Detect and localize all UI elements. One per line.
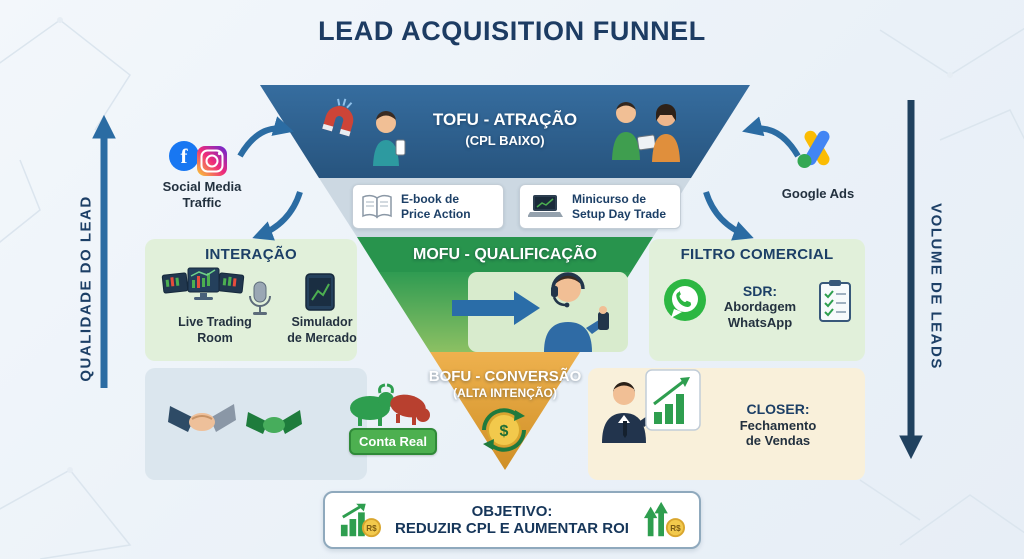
svg-text:$: $ bbox=[500, 423, 509, 440]
google-ads-icon bbox=[797, 130, 830, 168]
svg-text:R$: R$ bbox=[366, 524, 377, 533]
ebook-card: E-book de Price Action bbox=[352, 184, 504, 229]
objective-box: R$ OBJETIVO: REDUZIR CPL E AUMENTAR ROI … bbox=[323, 491, 701, 549]
live-trading-label-line1: Live Trading bbox=[178, 315, 252, 329]
checklist-icon bbox=[819, 280, 851, 322]
sdr-label-line1: SDR: bbox=[742, 283, 778, 299]
sdr-label: SDR: Abordagem WhatsApp bbox=[712, 283, 808, 331]
minicurso-label-line1: Minicurso de bbox=[572, 192, 647, 206]
svg-text:R$: R$ bbox=[670, 524, 681, 533]
ebook-icon bbox=[362, 194, 392, 218]
social-media-label: Social Media Traffic bbox=[147, 179, 257, 210]
ebook-label-line2: Price Action bbox=[401, 206, 471, 221]
google-inflow-arrow bbox=[742, 116, 801, 158]
closer-label-line3: de Vendas bbox=[745, 433, 811, 448]
bull-icon bbox=[350, 383, 394, 426]
simulador-label-line2: de Mercado bbox=[287, 330, 357, 345]
green-handshake-icon bbox=[246, 410, 302, 434]
live-trading-label-line2: Room bbox=[197, 330, 233, 345]
sdr-person-illustration bbox=[544, 272, 609, 352]
bofu-subtitle: (ALTA INTENÇÃO) bbox=[453, 386, 557, 400]
mofu-title: MOFU - QUALIFICAÇÃO bbox=[413, 246, 597, 263]
magnet-icon bbox=[322, 98, 354, 137]
microphone-icon bbox=[249, 281, 271, 315]
bear-icon bbox=[390, 394, 430, 425]
objective-subtitle: REDUZIR CPL E AUMENTAR ROI bbox=[395, 520, 629, 537]
interacao-title: INTERAÇÃO bbox=[205, 246, 297, 263]
live-trading-label: Live Trading Room bbox=[156, 315, 274, 346]
conta-real-badge: Conta Real bbox=[349, 428, 437, 455]
instagram-icon bbox=[197, 146, 227, 176]
qualification-right-arrow bbox=[452, 291, 540, 325]
social-media-label-line1: Social Media bbox=[162, 179, 242, 194]
simulador-label: Simulador de Mercado bbox=[272, 315, 372, 346]
tofu-subtitle: (CPL BAIXO) bbox=[465, 133, 545, 148]
volume-axis-label: VOLUME DE LEADS bbox=[927, 203, 945, 370]
ebook-label: E-book de Price Action bbox=[401, 192, 471, 221]
google-ads-label: Google Ads bbox=[781, 186, 855, 201]
bofu-title: BOFU - CONVERSÃO bbox=[428, 368, 582, 385]
double-arrow-coin-icon: R$ bbox=[643, 501, 685, 538]
to-interacao-arrow bbox=[252, 191, 303, 241]
trading-monitors-icon bbox=[161, 267, 245, 300]
objective-title: OBJETIVO: bbox=[471, 503, 553, 520]
whatsapp-icon bbox=[664, 279, 706, 321]
svg-text:f: f bbox=[181, 144, 189, 168]
growth-coin-icon: R$ bbox=[340, 503, 382, 538]
closer-label-line2: Fechamento bbox=[739, 417, 817, 433]
to-filtro-arrow bbox=[703, 191, 754, 241]
quality-axis-label: QUALIDADE DO LEAD bbox=[77, 195, 95, 382]
sdr-label-line2: Abordagem bbox=[723, 299, 797, 314]
people-with-tablet-illustration bbox=[612, 102, 680, 162]
social-media-label-line2: Traffic bbox=[182, 194, 222, 210]
sdr-label-line3: WhatsApp bbox=[727, 315, 793, 330]
mofu-illustration-bg bbox=[468, 272, 628, 352]
closer-label-line1: CLOSER: bbox=[746, 401, 810, 417]
objective-text: OBJETIVO: REDUZIR CPL E AUMENTAR ROI bbox=[395, 503, 629, 537]
minicurso-label: Minicurso de Setup Day Trade bbox=[572, 192, 666, 221]
facebook-icon: f bbox=[169, 141, 199, 171]
closer-label: CLOSER: Fechamento de Vendas bbox=[722, 401, 834, 449]
filtro-panel bbox=[649, 239, 865, 361]
page-title: LEAD ACQUISITION FUNNEL bbox=[318, 16, 706, 46]
growth-chart-card-icon bbox=[645, 369, 701, 431]
filtro-title: FILTRO COMERCIAL bbox=[680, 246, 834, 263]
tofu-band bbox=[260, 85, 750, 178]
tofu-title: TOFU - ATRAÇÃO bbox=[432, 110, 578, 129]
ebook-label-line1: E-book de bbox=[401, 192, 460, 206]
mofu-header-band bbox=[357, 237, 653, 272]
laptop-icon bbox=[528, 194, 563, 217]
person-with-phone-illustration bbox=[373, 111, 406, 166]
background-pattern bbox=[0, 17, 1024, 559]
simulator-phone-icon bbox=[305, 273, 335, 311]
conversion-cycle-icon: $ bbox=[482, 408, 526, 452]
handshake-icon bbox=[168, 404, 236, 432]
minicurso-card: Minicurso de Setup Day Trade bbox=[519, 184, 681, 229]
social-inflow-arrow bbox=[237, 116, 294, 158]
simulador-label-line1: Simulador bbox=[291, 315, 353, 329]
minicurso-label-line2: Setup Day Trade bbox=[572, 206, 667, 221]
